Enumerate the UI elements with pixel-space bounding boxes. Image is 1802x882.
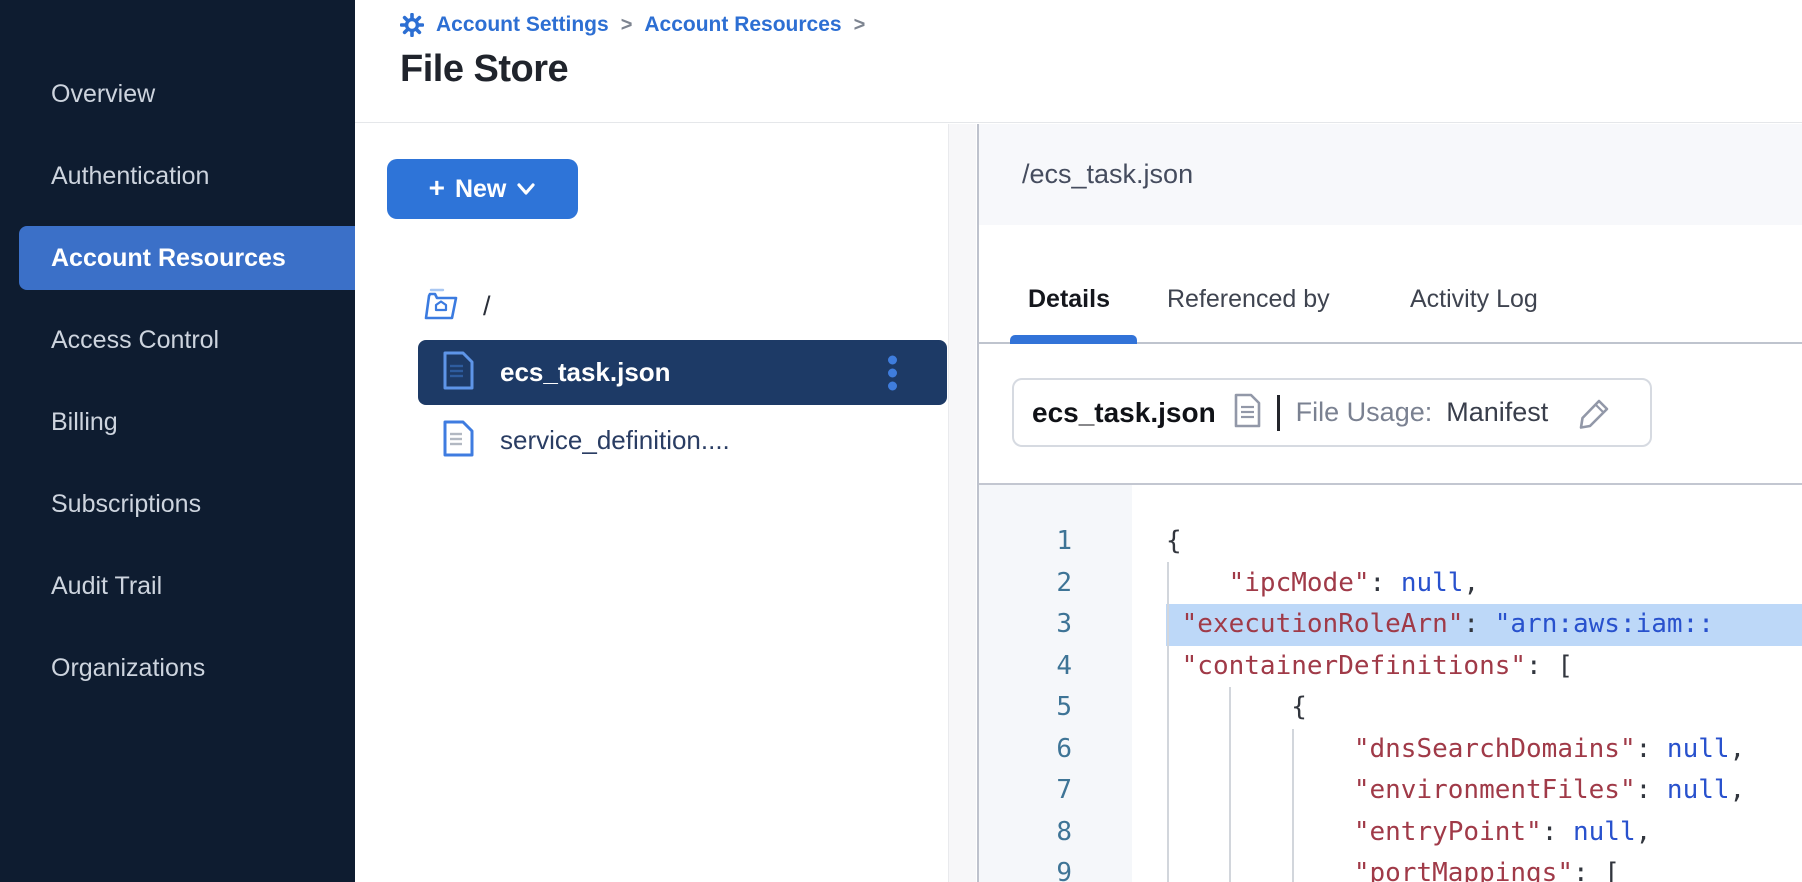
sidebar-item-organizations[interactable]: Organizations <box>51 653 206 682</box>
code-line: "containerDefinitions": [ <box>1181 650 1573 681</box>
details-tabbar: Details Referenced by Activity Log <box>979 225 1802 344</box>
code-line: "ipcMode": null, <box>1228 567 1480 598</box>
indent-guide <box>1167 562 1169 882</box>
sidebar-item-audit-trail[interactable]: Audit Trail <box>51 571 163 600</box>
gear-icon <box>400 13 424 37</box>
code-line: "entryPoint": null, <box>1353 816 1652 847</box>
breadcrumb-separator: > <box>853 13 866 36</box>
new-button[interactable]: + New <box>387 159 578 219</box>
code-line: { <box>1166 526 1182 556</box>
new-button-label: New <box>454 174 507 203</box>
tree-root-folder[interactable]: / <box>423 286 491 327</box>
code-line: "portMappings": [ <box>1353 858 1620 882</box>
code-line: "dnsSearchDomains": null, <box>1353 733 1746 764</box>
sidebar-item-billing[interactable]: Billing <box>51 407 118 436</box>
file-icon <box>443 420 474 462</box>
line-number: 9 <box>1056 858 1072 882</box>
line-number: 6 <box>1056 733 1072 764</box>
line-number: 4 <box>1056 650 1072 681</box>
sidebar-item-overview[interactable]: Overview <box>51 79 156 108</box>
file-row-service-definition[interactable]: service_definition.... <box>418 408 947 473</box>
tab-activity-log[interactable]: Activity Log <box>1410 285 1538 313</box>
tree-root-label: / <box>483 291 491 321</box>
line-number: 5 <box>1056 692 1072 722</box>
highlighted-line <box>1166 604 1802 646</box>
line-number: 1 <box>1056 526 1072 556</box>
active-tab-underline <box>1010 335 1137 344</box>
breadcrumb-link-account-settings[interactable]: Account Settings <box>436 13 609 36</box>
divider-bar <box>1276 394 1280 431</box>
line-number: 2 <box>1056 567 1072 598</box>
file-info-card: ecs_task.json File Usage: Manifest <box>1012 378 1652 447</box>
sidebar-item-authentication[interactable]: Authentication <box>51 161 210 190</box>
line-number: 8 <box>1056 816 1072 847</box>
file-card-name: ecs_task.json <box>1032 396 1216 428</box>
breadcrumb: Account Settings > Account Resources > <box>400 13 865 37</box>
indent-guide <box>1229 687 1231 882</box>
file-path-header: /ecs_task.json <box>979 124 1802 225</box>
document-icon <box>1234 393 1261 433</box>
file-details-panel: /ecs_task.json Details Referenced by Act… <box>979 124 1802 882</box>
page-header: Account Settings > Account Resources > F… <box>355 0 1802 123</box>
page-title: File Store <box>400 48 569 90</box>
tab-referenced-by[interactable]: Referenced by <box>1167 285 1330 313</box>
file-name: ecs_task.json <box>500 357 671 387</box>
breadcrumb-separator: > <box>620 13 633 36</box>
code-content: { "ipcMode": null, "executionRoleArn": "… <box>1166 485 1745 882</box>
file-tree-panel: + New / ecs_task.j <box>355 124 979 882</box>
sidebar-item-account-resources[interactable]: Account Resources <box>19 226 355 290</box>
sidebar-item-access-control[interactable]: Access Control <box>51 325 220 354</box>
code-line: { <box>1166 692 1307 722</box>
file-usage-label: File Usage: <box>1295 397 1433 427</box>
code-line: "environmentFiles": null, <box>1353 775 1746 805</box>
line-number: 7 <box>1056 775 1072 805</box>
panel-divider <box>977 124 979 882</box>
edit-pencil-icon[interactable] <box>1578 396 1612 430</box>
file-icon <box>443 351 474 395</box>
code-viewer[interactable]: 1 2 3 4 5 6 7 8 9 { "ipcMode": null, "executionR… <box>979 483 1802 882</box>
indent-guide <box>1292 729 1294 882</box>
plus-icon: + <box>428 172 445 203</box>
chevron-down-icon <box>517 183 535 195</box>
code-line: "executionRoleArn": "arn:aws:iam:: <box>1181 609 1714 639</box>
kebab-menu-icon[interactable] <box>882 349 903 396</box>
file-row-ecs-task[interactable]: ecs_task.json <box>418 340 947 405</box>
file-usage-value: Manifest <box>1446 397 1549 427</box>
breadcrumb-link-account-resources[interactable]: Account Resources <box>644 13 842 36</box>
file-path: /ecs_task.json <box>1022 159 1194 189</box>
home-folder-icon <box>423 286 461 327</box>
tab-details[interactable]: Details <box>1028 285 1110 313</box>
line-number: 3 <box>1056 609 1072 639</box>
sidebar-item-subscriptions[interactable]: Subscriptions <box>51 489 202 518</box>
line-number-gutter: 1 2 3 4 5 6 7 8 9 <box>979 485 1132 882</box>
tree-scrollbar[interactable] <box>948 124 976 882</box>
file-name: service_definition.... <box>500 425 730 455</box>
